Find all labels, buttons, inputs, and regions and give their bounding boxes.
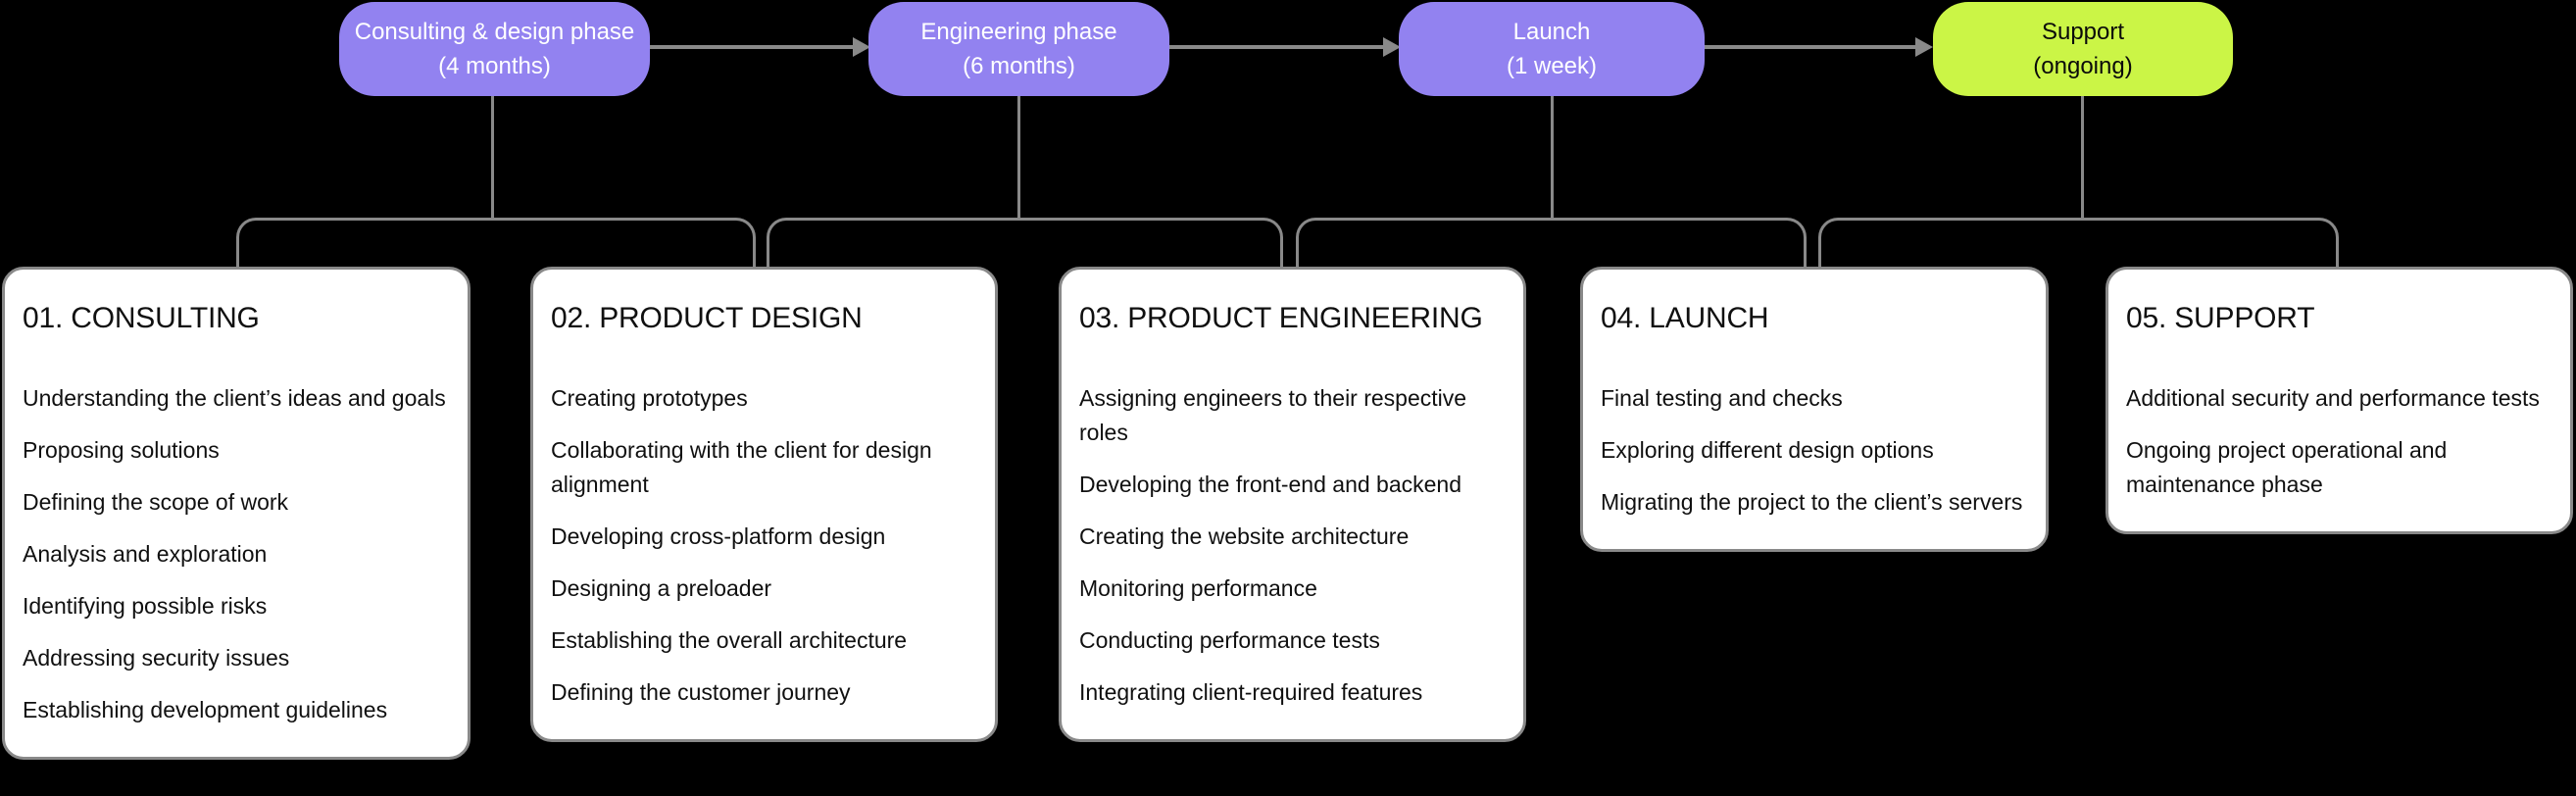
card-item: Ongoing project operational and maintena…: [2126, 437, 2448, 497]
card-title: 02. PRODUCT DESIGN: [551, 302, 863, 334]
phase-label: Consulting & design phase: [354, 19, 635, 45]
card-launch: 04. LAUNCH Final testing and checks Expl…: [1580, 267, 2049, 552]
card-item: Identifying possible risks: [23, 593, 268, 619]
arrow-line-3: [1705, 45, 1917, 49]
card-item: Addressing security issues: [23, 645, 290, 671]
card-item: Exploring different design options: [1601, 437, 1934, 463]
arrow-right-icon: [1915, 37, 1933, 57]
card-consulting: 01. CONSULTING Understanding the client’…: [2, 267, 471, 760]
card-title: 01. CONSULTING: [23, 302, 260, 334]
card-title: 05. SUPPORT: [2126, 302, 2315, 334]
card-product-design: 02. PRODUCT DESIGN Creating prototypes C…: [530, 267, 998, 742]
card-item: Defining the scope of work: [23, 489, 289, 515]
connector-line-phase-3: [1551, 95, 1554, 219]
phase-duration: (ongoing): [2033, 53, 2133, 79]
connector-bracket-phase-1: [236, 218, 756, 270]
arrow-line-2: [1169, 45, 1385, 49]
phase-duration: (1 week): [1506, 53, 1598, 79]
phase-label: Support: [2041, 19, 2125, 45]
card-item: Developing the front-end and backend: [1079, 472, 1462, 497]
card-item: Understanding the client’s ideas and goa…: [23, 385, 446, 411]
card-item: Defining the customer journey: [551, 679, 851, 705]
card-support: 05. SUPPORT Additional security and perf…: [2105, 267, 2573, 534]
arrow-right-icon: [1383, 37, 1401, 57]
connector-line-phase-1: [491, 95, 494, 219]
card-item: Conducting performance tests: [1079, 627, 1380, 653]
card-title: 03. PRODUCT ENGINEERING: [1079, 302, 1483, 334]
connector-bracket-phase-3: [1296, 218, 1807, 270]
card-item: Assigning engineers to their respective …: [1079, 385, 1467, 445]
connector-bracket-phase-4: [1818, 218, 2339, 270]
phase-duration: (6 months): [963, 53, 1075, 79]
card-product-engineering: 03. PRODUCT ENGINEERING Assigning engine…: [1059, 267, 1526, 742]
card-item: Final testing and checks: [1601, 385, 1843, 411]
card-item: Migrating the project to the client’s se…: [1601, 489, 2023, 515]
card-item: Collaborating with the client for design…: [551, 437, 932, 497]
card-item: Designing a preloader: [551, 575, 772, 601]
connector-line-phase-4: [2081, 95, 2084, 219]
phase-label: Engineering phase: [920, 19, 1117, 45]
phase-pill-launch: Launch (1 week): [1399, 2, 1705, 96]
card-item: Proposing solutions: [23, 437, 220, 463]
card-item: Creating the website architecture: [1079, 523, 1410, 549]
arrow-line-1: [650, 45, 855, 49]
card-item: Creating prototypes: [551, 385, 748, 411]
arrow-right-icon: [853, 37, 870, 57]
phase-pill-support: Support (ongoing): [1933, 2, 2233, 96]
phase-duration: (4 months): [438, 53, 551, 79]
card-title: 04. LAUNCH: [1601, 302, 1769, 334]
card-item: Monitoring performance: [1079, 575, 1317, 601]
card-item: Integrating client-required features: [1079, 679, 1423, 705]
card-item: Additional security and performance test…: [2126, 385, 2540, 411]
phase-label: Launch: [1512, 19, 1591, 45]
card-item: Analysis and exploration: [23, 541, 268, 567]
connector-bracket-phase-2: [767, 218, 1283, 270]
card-item: Establishing development guidelines: [23, 697, 388, 722]
connector-line-phase-2: [1017, 95, 1020, 219]
phase-pill-consulting-design: Consulting & design phase (4 months): [339, 2, 650, 96]
card-item: Developing cross-platform design: [551, 523, 886, 549]
phase-pill-engineering: Engineering phase (6 months): [868, 2, 1169, 96]
card-item: Establishing the overall architecture: [551, 627, 908, 653]
